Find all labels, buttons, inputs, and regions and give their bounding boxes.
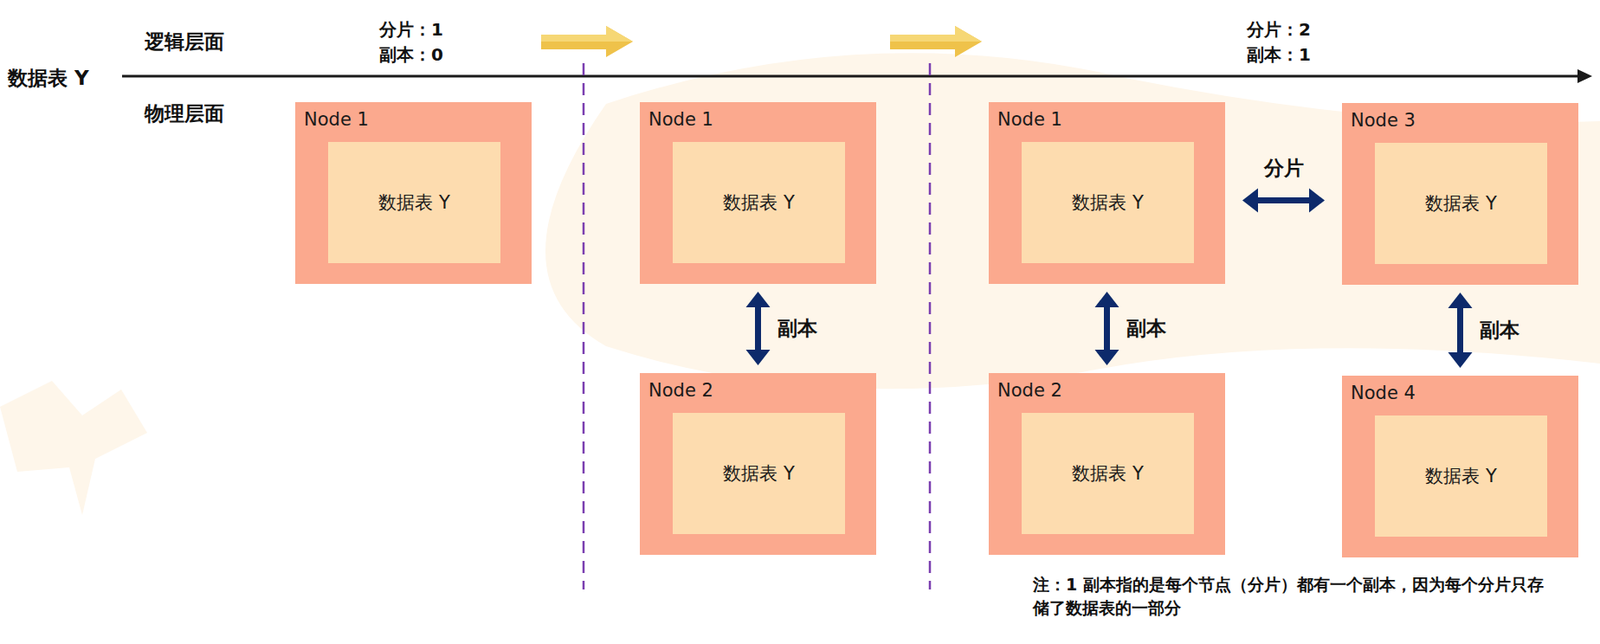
- table-box: 数据表 Y: [672, 412, 846, 535]
- node-name: Node 4: [1350, 382, 1416, 404]
- watermark-leaf: [545, 52, 1600, 389]
- table-name: 数据表 Y: [1425, 464, 1497, 489]
- table-name: 数据表 Y: [722, 461, 795, 486]
- table-box: 数据表 Y: [1021, 412, 1194, 535]
- node-box: Node 1 数据表 Y: [988, 102, 1226, 284]
- axis-label: 物理层面: [144, 100, 225, 128]
- table-name: 数据表 Y: [1071, 461, 1144, 486]
- axis-label: 副本：0: [379, 43, 444, 67]
- note-text: 注：1 副本指的是每个节点（分片）都有一个副本，因为每个分片只存储了数据表的一部…: [1032, 573, 1553, 620]
- table-name: 数据表 Y: [1425, 191, 1497, 216]
- double-arrow: [1242, 188, 1325, 213]
- node-box: Node 2 数据表 Y: [639, 373, 877, 555]
- edge-label: 副本: [1479, 316, 1520, 344]
- node-name: Node 1: [648, 109, 714, 130]
- axis-label: 逻辑层面: [144, 28, 225, 56]
- double-arrow: [1095, 291, 1120, 366]
- edge-label: 副本: [777, 315, 818, 342]
- table-name: 数据表 Y: [1071, 190, 1144, 215]
- node-name: Node 3: [1350, 109, 1416, 131]
- axis-label: 分片：1: [379, 18, 444, 42]
- stage-divider: [929, 63, 932, 590]
- node-box: Node 1 数据表 Y: [295, 102, 532, 284]
- table-box: 数据表 Y: [1021, 141, 1194, 264]
- table-box: 数据表 Y: [1374, 415, 1548, 537]
- step-arrow: [541, 25, 633, 58]
- table-box: 数据表 Y: [328, 141, 501, 264]
- node-name: Node 2: [648, 380, 714, 401]
- axis-label: 副本：1: [1246, 43, 1311, 67]
- node-box: Node 2 数据表 Y: [988, 373, 1226, 555]
- node-name: Node 1: [303, 109, 369, 130]
- table-name: 数据表 Y: [722, 190, 795, 215]
- edge-label: 副本: [1126, 315, 1167, 342]
- table-box: 数据表 Y: [1374, 142, 1548, 265]
- table-name: 数据表 Y: [378, 190, 451, 215]
- double-arrow: [1448, 292, 1473, 368]
- axis-line: [122, 75, 1581, 78]
- stage-divider: [582, 63, 586, 590]
- node-box: Node 4 数据表 Y: [1341, 375, 1579, 558]
- double-arrow: [746, 291, 771, 366]
- node-name: Node 1: [997, 109, 1063, 130]
- node-box: Node 1 数据表 Y: [639, 102, 877, 284]
- table-box: 数据表 Y: [672, 141, 846, 264]
- watermark-leaf: [0, 380, 148, 516]
- node-box: Node 3 数据表 Y: [1341, 103, 1579, 285]
- step-arrow: [890, 25, 982, 58]
- edge-label: 分片: [1264, 154, 1304, 182]
- axis-label: 分片：2: [1246, 18, 1311, 42]
- axis-label: 数据表 Y: [7, 64, 90, 92]
- axis-arrowhead: [1577, 69, 1593, 84]
- node-name: Node 2: [997, 380, 1063, 401]
